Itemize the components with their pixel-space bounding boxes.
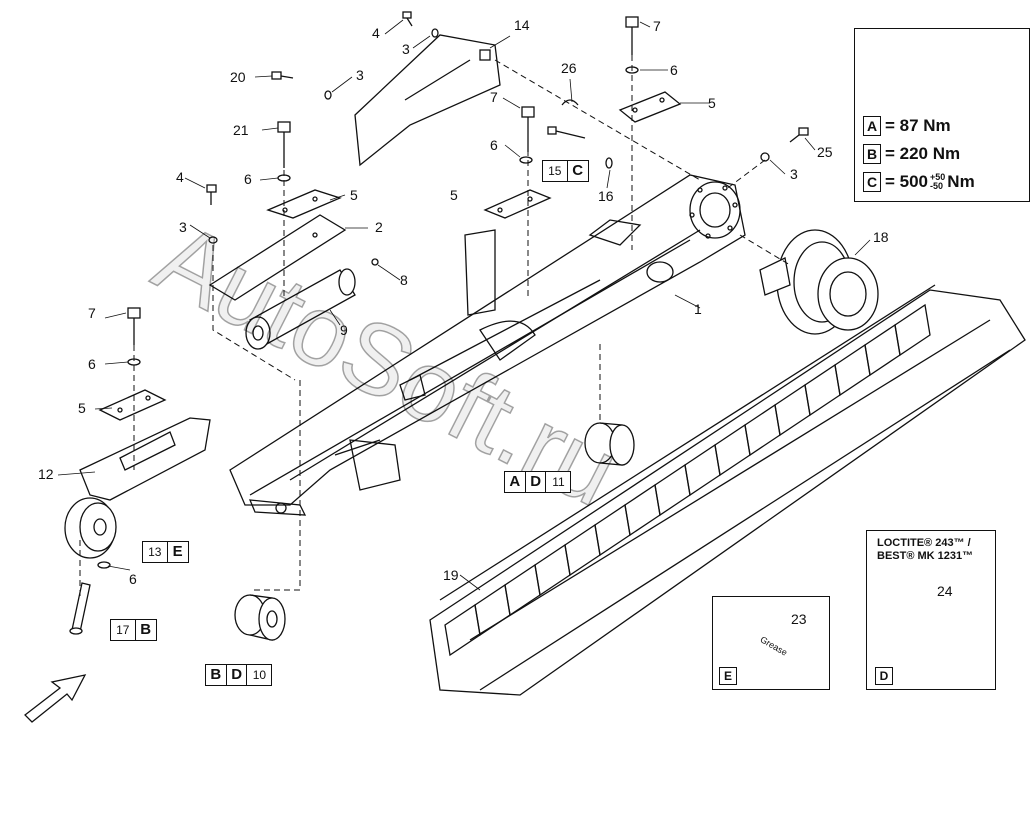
callout-16: 16 [598,188,614,204]
torque-value-a: = 87 Nm [885,116,951,135]
carrier-roller [584,422,635,466]
loctite-line-2: BEST® MK 1231™ [877,550,974,562]
ref-10-number: 10 [246,664,273,686]
track-roller-bottom [234,594,286,641]
ref-17-number: 17 [109,619,136,641]
ref-11-number: 11 [545,471,572,493]
torque-key-b: B [863,144,881,164]
callout-3b: 3 [356,67,364,83]
ref-13-key: E [166,541,189,563]
front-idler [64,497,117,559]
torque-value-b: = 220 Nm [885,144,961,163]
torque-key-a: A [863,116,881,136]
ref-15-number: 15 [541,160,568,182]
callout-3a: 3 [402,41,410,57]
torque-table: A = 87 Nm B = 220 Nm C = 500 +50 -50 Nm [854,28,1030,202]
callout-8: 8 [400,272,408,288]
drive-sprocket [759,229,879,335]
grease-box: 23 Grease E [712,596,830,690]
callout-5b: 5 [350,187,358,203]
callout-3d: 3 [790,166,798,182]
torque-unit-c: Nm [947,172,975,191]
grease-key: E [719,667,737,685]
torque-key-c: C [863,172,881,192]
callout-26: 26 [561,60,577,76]
loctite-key: D [875,667,893,685]
cover-plate [354,34,501,167]
callout-5c: 5 [450,187,458,203]
exploded-view-drawing: 1 2 3 3 3 3 4 4 5 5 5 5 6 6 6 6 6 7 7 7 … [24,11,1026,723]
torque-value-c: = 500 [885,172,929,191]
ref-13-number: 13 [141,541,168,563]
ref-10-bd: B D 10 [204,664,273,686]
hydraulic-motor [245,268,356,350]
callout-6d: 6 [88,356,96,372]
callout-7c: 7 [88,305,96,321]
loctite-box: LOCTITE® 243™ / BEST® MK 1231™ 24 D [866,530,996,690]
leader-lines [57,19,936,641]
torque-tol-minus: -50 [930,181,944,191]
torque-row-b: B = 220 Nm [863,143,960,165]
idler-bracket [79,417,211,501]
torque-row-a: A = 87 Nm [863,115,951,137]
callout-4b: 4 [176,169,184,185]
ref-15-key: C [566,160,589,182]
callout-14: 14 [514,17,530,33]
callout-6e: 6 [129,571,137,587]
callout-21: 21 [233,122,249,138]
callout-25: 25 [817,144,833,160]
loctite-label: LOCTITE® 243™ / BEST® MK 1231™ [877,537,973,563]
callout-12: 12 [38,466,54,482]
torque-tolerance: +50 -50 [930,173,945,191]
washers [97,28,770,569]
callout-9: 9 [340,322,348,338]
grease-label: Grease [758,634,790,658]
callout-6c: 6 [244,171,252,187]
ref-17-key: B [134,619,157,641]
ref-17-b: 17 B [109,619,157,641]
callout-3c: 3 [179,219,187,235]
callout-2: 2 [375,219,383,235]
track-frame [229,174,746,516]
callout-7b: 7 [490,89,498,105]
ref-11-ad: A D 11 [503,471,572,493]
torque-tol-plus: +50 [930,172,946,182]
callout-20: 20 [230,69,246,85]
ref-15-c: 15 C [541,160,589,182]
callout-19: 19 [443,567,459,583]
callout-7a: 7 [653,18,661,34]
bolts [69,11,809,635]
torque-row-c: C = 500 +50 -50 Nm [863,171,975,193]
callout-6a: 6 [670,62,678,78]
callout-1: 1 [694,301,702,317]
assembly-lines [79,55,791,600]
callout-6b: 6 [490,137,498,153]
grease-callout: 23 [791,611,807,627]
callout-5a: 5 [708,95,716,111]
ref-10-key-b: B [204,664,227,686]
loctite-line-1: LOCTITE® 243™ / [877,537,971,549]
ref-13-e: 13 E [141,541,189,563]
loctite-callout: 24 [937,583,953,599]
callout-4a: 4 [372,25,380,41]
callout-5d: 5 [78,400,86,416]
ref-11-key-a: A [503,471,526,493]
guard-plate [208,214,347,301]
callout-18: 18 [873,229,889,245]
direction-arrow [24,674,87,723]
ref-11-key-d: D [524,471,547,493]
callout-numbers: 1 2 3 3 3 3 4 4 5 5 5 5 6 6 6 6 6 7 7 7 … [38,17,889,587]
rubber-track [429,284,1026,696]
ref-10-key-d: D [225,664,248,686]
